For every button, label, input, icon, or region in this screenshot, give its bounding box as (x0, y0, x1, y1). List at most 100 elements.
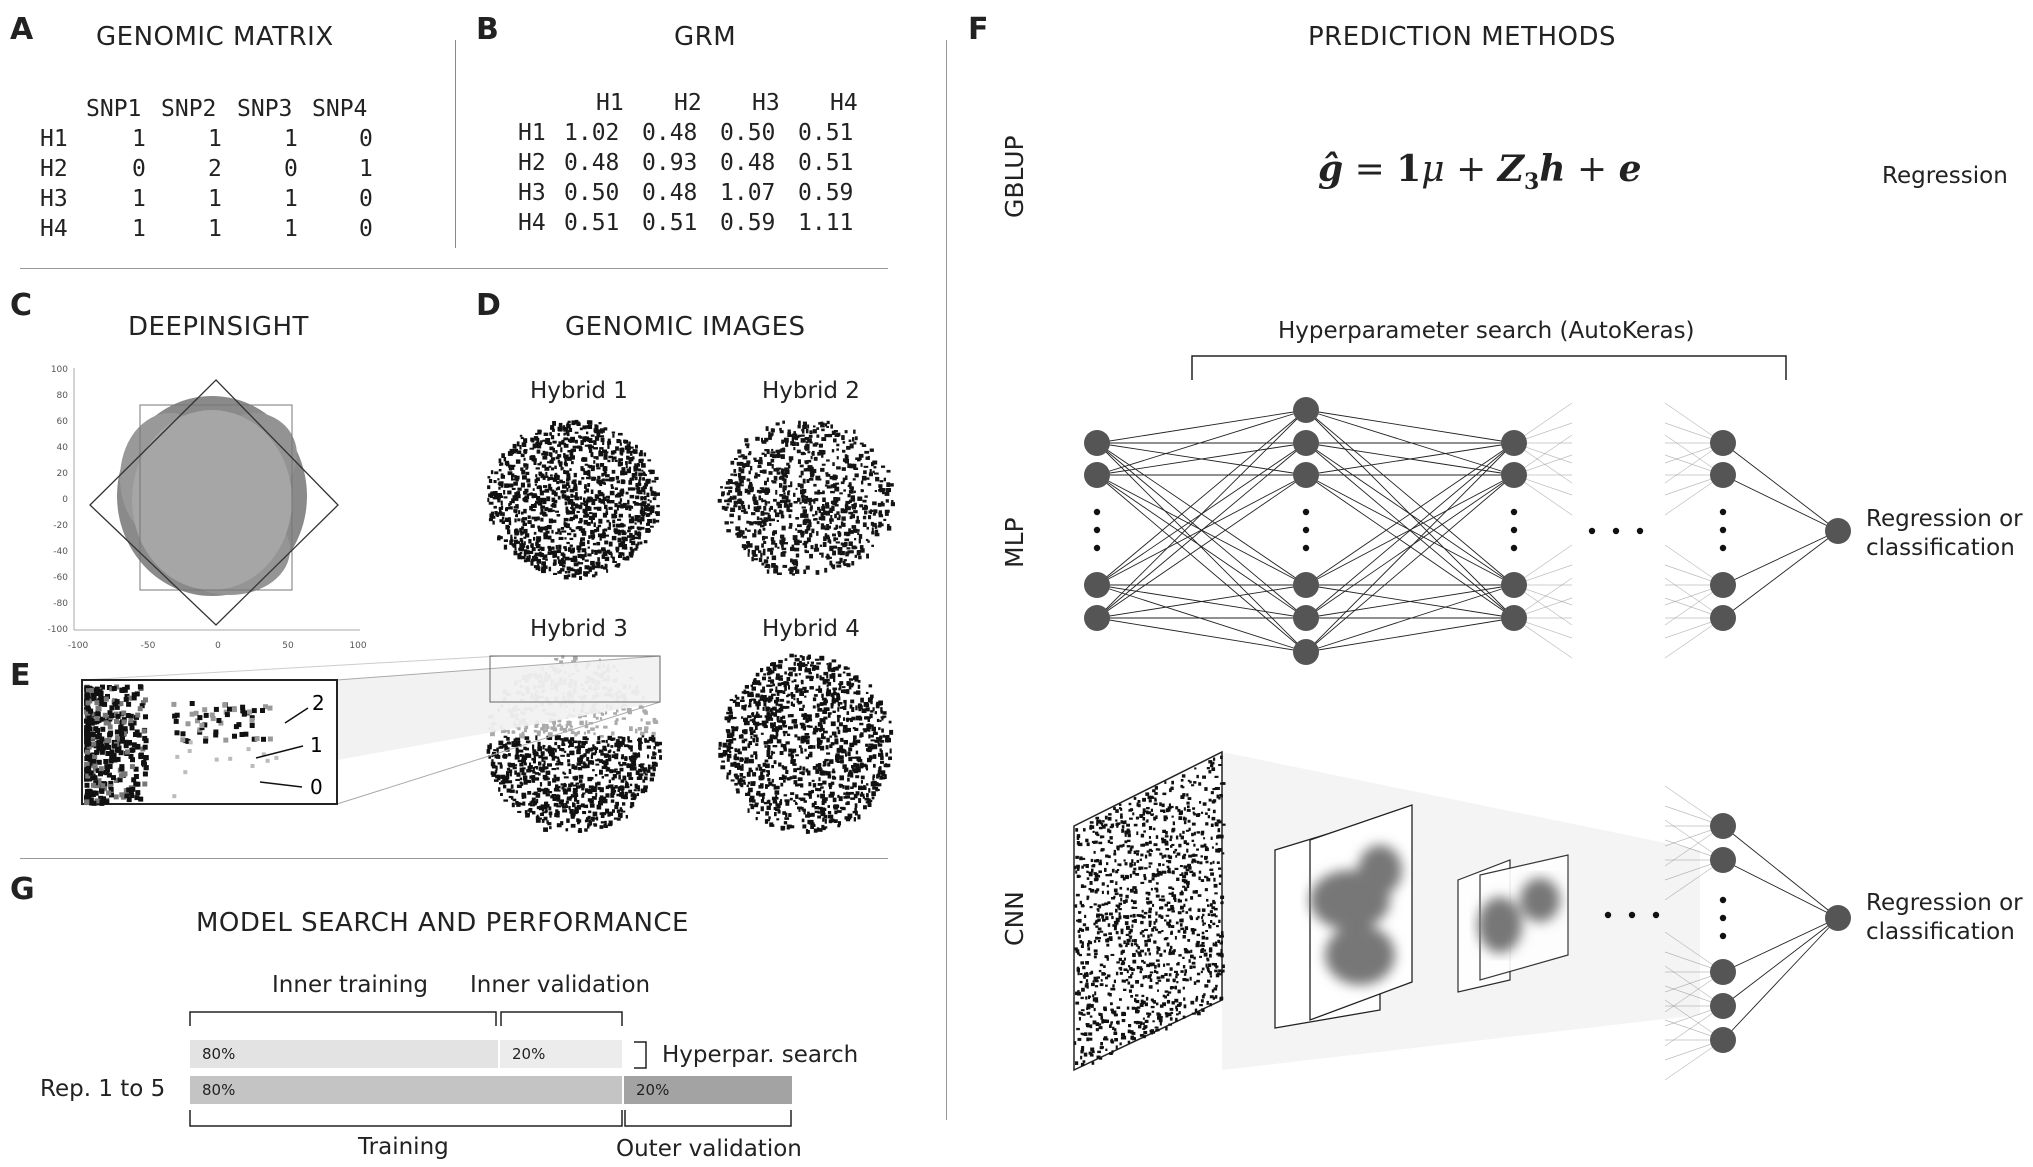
panel-f-title: PREDICTION METHODS (1308, 22, 1617, 52)
divider-ab (455, 40, 456, 248)
inner-training-bar: 80% (190, 1040, 498, 1068)
cell: 0.50 (720, 120, 776, 146)
cell: 0.48 (642, 120, 698, 146)
cell: 0.93 (642, 150, 698, 176)
grm-matrix: H1 H2 H3 H4 H1 1.02 0.48 0.50 0.51 H2 0.… (518, 90, 878, 240)
table-row: H2 0 2 0 1 (40, 156, 400, 186)
cell: 1 (359, 156, 373, 182)
table-row: H4 0.51 0.51 0.59 1.11 (518, 210, 878, 240)
cell: 0 (359, 186, 373, 212)
cell: 1 (132, 126, 146, 152)
y-tick: 80 (57, 391, 69, 401)
panel-d-letter: D (476, 288, 501, 323)
genomic-image-2 (717, 420, 895, 576)
cell: 0 (284, 156, 298, 182)
col-header: SNP1 (86, 96, 142, 122)
cell: 1 (208, 186, 222, 212)
panel-g-letter: G (10, 872, 35, 907)
y-tick: 100 (51, 365, 68, 375)
hybrid-3-label: Hybrid 3 (530, 616, 628, 642)
cell: 0.59 (720, 210, 776, 236)
x-tick: -100 (68, 641, 89, 650)
cell: 0.50 (564, 180, 620, 206)
y-tick: 40 (57, 443, 69, 453)
inner-validation-label: Inner validation (470, 972, 651, 998)
col-header: SNP3 (237, 96, 293, 122)
row-label: H3 (518, 180, 546, 206)
col-header: SNP2 (161, 96, 217, 122)
hyper-bracket (634, 1041, 647, 1069)
cell: 0.51 (564, 210, 620, 236)
training-label: Training (358, 1134, 449, 1160)
cell: 1 (284, 186, 298, 212)
table-row: H2 0.48 0.93 0.48 0.51 (518, 150, 878, 180)
deepinsight-plot: 100 80 60 40 20 0 -20 -40 -60 -80 -100 -… (48, 365, 367, 650)
cell: 1.07 (720, 180, 776, 206)
cell: 1 (132, 216, 146, 242)
outer-training-bar: 80% (190, 1076, 622, 1104)
gblup-equation: ĝ = 1μ + Z3h + e (1318, 148, 1642, 196)
row-label: H1 (518, 120, 546, 146)
hyper-search-title: Hyperparameter search (AutoKeras) (1278, 318, 1695, 344)
zoom-callout: 2 1 0 (81, 655, 661, 806)
inner-training-label: Inner training (272, 972, 428, 998)
callout-1: 1 (310, 733, 323, 757)
row-label: H4 (40, 216, 68, 242)
x-tick: 50 (282, 641, 294, 650)
mlp-output-line1: Regression or (1866, 506, 2023, 532)
y-tick: -80 (53, 599, 68, 609)
x-tick: 100 (349, 641, 366, 650)
panel-a-letter: A (10, 12, 34, 47)
panel-a-title: GENOMIC MATRIX (96, 22, 334, 52)
panel-g-title: MODEL SEARCH AND PERFORMANCE (196, 908, 689, 938)
col-header: H4 (830, 90, 858, 116)
cell: 1 (284, 216, 298, 242)
x-tick: 0 (215, 641, 221, 650)
cell: 1 (132, 186, 146, 212)
col-header: H1 (596, 90, 624, 116)
x-tick: -50 (141, 641, 156, 650)
cell: 0 (359, 216, 373, 242)
col-header: H2 (674, 90, 702, 116)
outer-validation-bar: 20% (624, 1076, 792, 1104)
gblup-row-label: GBLUP (1000, 135, 1029, 218)
cell: 0.51 (798, 120, 854, 146)
cnn-row-label: CNN (1000, 891, 1029, 946)
hybrid-1-label: Hybrid 1 (530, 378, 628, 404)
cell: 0.51 (798, 150, 854, 176)
divider-mid (20, 858, 888, 859)
divider-vertical (946, 40, 947, 1120)
callout-0: 0 (310, 775, 323, 799)
cell: 0.59 (798, 180, 854, 206)
inner-validation-bar: 20% (500, 1040, 622, 1068)
cell: 1 (284, 126, 298, 152)
mlp-network (1084, 397, 1851, 665)
cell: 0 (359, 126, 373, 152)
cell: 1 (208, 126, 222, 152)
cell: 0.48 (642, 180, 698, 206)
genomic-image-4 (718, 653, 894, 834)
hybrid-2-label: Hybrid 2 (762, 378, 860, 404)
col-header: H3 (752, 90, 780, 116)
table-row: H1 1 1 1 0 (40, 126, 400, 156)
mlp-output-line2: classification (1866, 535, 2015, 561)
gblup-output-label: Regression (1882, 163, 2008, 189)
bracket-top (189, 1011, 623, 1026)
hyper-search-label: Hyperpar. search (662, 1042, 859, 1068)
panel-b-letter: B (476, 12, 499, 47)
panel-e-letter: E (10, 658, 31, 693)
hyper-bracket-f (1191, 355, 1787, 380)
y-tick: 60 (57, 417, 69, 427)
cell: 1 (208, 216, 222, 242)
y-tick: 0 (62, 495, 68, 505)
cnn-output-line1: Regression or (1866, 890, 2023, 916)
y-tick: -60 (53, 573, 68, 583)
y-tick: -40 (53, 547, 68, 557)
panel-c-letter: C (10, 288, 33, 323)
panel-b-title: GRM (674, 22, 737, 52)
cell: 0.48 (564, 150, 620, 176)
y-tick: 20 (57, 469, 69, 479)
rep-label: Rep. 1 to 5 (40, 1076, 166, 1102)
divider-top (20, 268, 888, 269)
table-row: H3 1 1 1 0 (40, 186, 400, 216)
